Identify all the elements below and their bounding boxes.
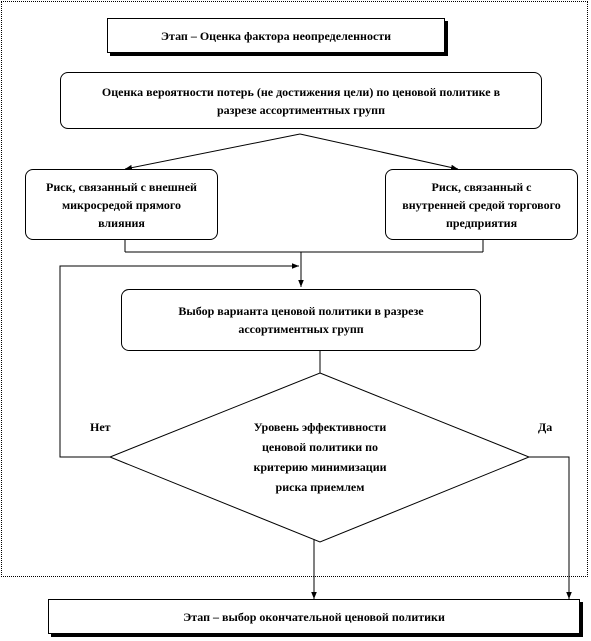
external-risk-text: Риск, связанный с внешней микросредой пр… — [46, 179, 197, 230]
external-risk-box: Риск, связанный с внешней микросредой пр… — [25, 169, 218, 240]
yes-line — [529, 456, 572, 599]
arrow-to-internal-risk — [299, 133, 459, 171]
decision-line-1: Уровень эффективности — [253, 420, 387, 434]
loss-assessment-box: Оценка вероятности потерь (не достижения… — [60, 72, 542, 129]
arrow-to-external-risk — [124, 133, 301, 171]
loss-assessment-text: Оценка вероятности потерь (не достижения… — [101, 84, 501, 117]
stage-title: Этап – Оценка фактора неопределенности — [160, 28, 392, 43]
internal-risk-box: Риск, связанный с внутренней средой торг… — [385, 169, 578, 240]
choose-variant-box: Выбор варианта ценовой политики в разрез… — [121, 289, 481, 351]
decision-line-4: риска приемлем — [275, 480, 365, 494]
no-label: Нет — [90, 420, 111, 434]
uncertainty-stage-frame — [1, 1, 588, 577]
yes-label: Да — [538, 420, 553, 434]
decision-text: Уровень эффективности ценовой политики п… — [200, 417, 440, 497]
internal-risk-text: Риск, связанный с внутренней средой торг… — [402, 179, 561, 230]
final-stage-text: Этап – выбор окончательной ценовой полит… — [183, 609, 445, 624]
no-loop-line — [59, 263, 299, 458]
final-stage-box: Этап – выбор окончательной ценовой полит… — [48, 599, 580, 634]
stage-title-box: Этап – Оценка фактора неопределенности — [107, 18, 445, 53]
decision-diamond — [108, 372, 531, 543]
choose-variant-text: Выбор варианта ценовой политики в разрез… — [178, 304, 424, 336]
decision-line-2: ценовой политики по — [261, 440, 379, 454]
decision-line-3: критерию минимизации — [253, 460, 387, 474]
